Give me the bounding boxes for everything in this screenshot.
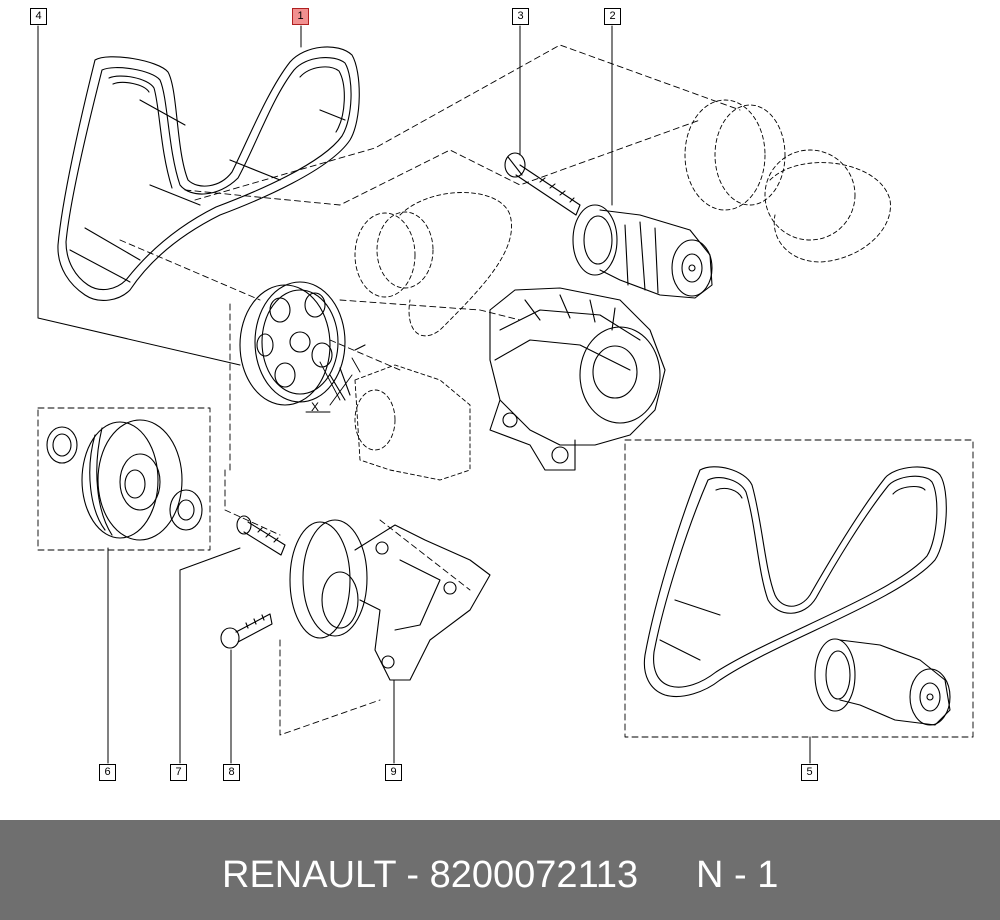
phantom-crank-pulley [684, 99, 891, 263]
diagram-drawing [37, 25, 974, 764]
callout-3: 3 [512, 8, 529, 25]
dimension-marker [305, 357, 361, 413]
callout-4: 4 [30, 8, 47, 25]
callout-7: 7 [170, 764, 187, 781]
dashed-guide-lines [37, 44, 974, 738]
alternator [489, 287, 666, 471]
callout-9: 9 [385, 764, 402, 781]
mounting-bolts [220, 515, 286, 649]
inset-belt [643, 466, 947, 698]
phantom-idler-pulley [354, 192, 512, 337]
idler-pulley-kit [46, 419, 203, 541]
callout-1: 1 [292, 8, 309, 25]
callout-2: 2 [604, 8, 621, 25]
pulley-bracket-assembly [289, 519, 491, 681]
belt-kit-diagram: 1 2 3 4 5 6 7 8 9 X [30, 8, 974, 781]
footer-bar: RENAULT - 8200072113 N - 1 [0, 820, 1000, 920]
position-text: N - 1 [696, 854, 779, 896]
callout-5: 5 [801, 764, 818, 781]
callout-6: 6 [99, 764, 116, 781]
main-ribbed-belt [57, 46, 360, 301]
callout-8: 8 [223, 764, 240, 781]
inset-tensioner [814, 638, 951, 726]
large-pulley [239, 281, 366, 406]
phantom-pump [354, 364, 471, 481]
callout-leader-lines [37, 25, 811, 764]
belt-tensioner [572, 204, 713, 299]
dimension-label-x: X [311, 400, 320, 414]
part-number-text: RENAULT - 8200072113 [222, 854, 639, 896]
tensioner-bolt [504, 152, 581, 216]
